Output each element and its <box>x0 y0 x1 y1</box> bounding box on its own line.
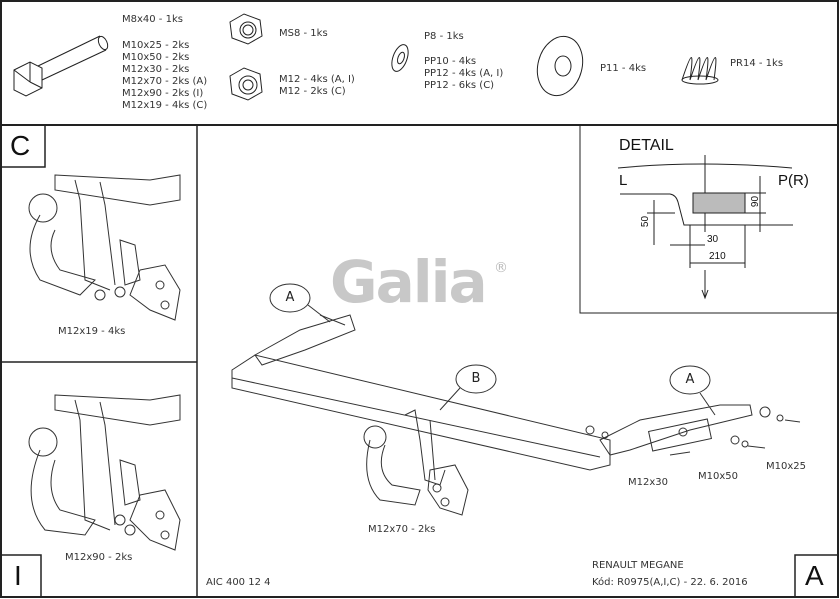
callout-a-left: A <box>285 290 295 305</box>
nut-m12-icon <box>229 67 263 101</box>
bolt-label-m10x50: M10x50 <box>698 471 738 482</box>
detail-title: DETAIL <box>619 137 674 154</box>
part-washer-p8: P8 - 1ks <box>424 31 464 42</box>
panel-c-label: C <box>10 130 31 161</box>
nut-ms8-icon <box>229 13 263 45</box>
spring-icon <box>681 57 719 85</box>
part-nut-m12-a: M12 - 4ks (A, I) <box>279 74 355 85</box>
part-bolt-m8x40: M8x40 - 1ks <box>122 14 183 25</box>
detail-dim-30: 30 <box>707 234 719 245</box>
part-bolt-m10x25: M10x25 - 2ks <box>122 40 190 51</box>
detail-left-label: L <box>619 172 628 189</box>
registered-mark: ® <box>494 260 508 276</box>
galia-logo: Galia <box>330 248 488 316</box>
bolt-icon <box>13 35 109 97</box>
detail-drawing <box>617 155 793 300</box>
part-bolt-m12x30: M12x30 - 2ks <box>122 64 190 75</box>
bolt-label-m12x30: M12x30 <box>628 477 668 488</box>
part-washer-pp10: PP10 - 4ks <box>424 56 477 67</box>
panel-a-label: A <box>805 560 824 591</box>
kod-date: Kód: R0975(A,I,C) - 22. 6. 2016 <box>592 577 748 588</box>
drawing-code: AIC 400 12 4 <box>206 577 271 588</box>
bolt-label-m12x70: M12x70 - 2ks <box>368 524 436 535</box>
part-bolt-m10x50: M10x50 - 2ks <box>122 52 190 63</box>
washer-p11-icon <box>536 35 584 97</box>
detail-dim-50: 50 <box>640 215 652 228</box>
panel-c-bolt-label: M12x19 - 4ks <box>58 326 126 337</box>
part-spring-pr14: PR14 - 1ks <box>730 58 784 69</box>
part-bolt-m12x90: M12x90 - 2ks (I) <box>122 88 204 99</box>
part-washer-p11: P11 - 4ks <box>600 63 647 74</box>
part-nut-m12-c: M12 - 2ks (C) <box>279 86 346 97</box>
main-towbar-drawing <box>231 314 801 516</box>
part-nut-ms8: MS8 - 1ks <box>279 28 328 39</box>
callout-a-right: A <box>685 372 695 387</box>
bolt-label-m10x25: M10x25 <box>766 461 806 472</box>
panel-i-label: I <box>14 560 22 591</box>
panel-i-bolt-label: M12x90 - 2ks <box>65 552 133 563</box>
part-bolt-m12x19: M12x19 - 4ks (C) <box>122 100 208 111</box>
vehicle-model: RENAULT MEGANE <box>592 560 684 571</box>
panel-i-towbar-drawing <box>28 394 181 551</box>
callout-b: B <box>471 371 481 386</box>
detail-right-label: P(R) <box>778 172 809 189</box>
washer-p-icon <box>391 44 409 72</box>
detail-dim-210: 210 <box>709 251 726 262</box>
part-washer-pp12-a: PP12 - 4ks (A, I) <box>424 68 504 79</box>
detail-dim-90: 90 <box>750 195 762 208</box>
panel-c-towbar-drawing <box>28 174 181 321</box>
part-washer-pp12-c: PP12 - 6ks (C) <box>424 80 495 91</box>
callout-shapes <box>269 283 716 416</box>
part-bolt-m12x70: M12x70 - 2ks (A) <box>122 76 208 87</box>
